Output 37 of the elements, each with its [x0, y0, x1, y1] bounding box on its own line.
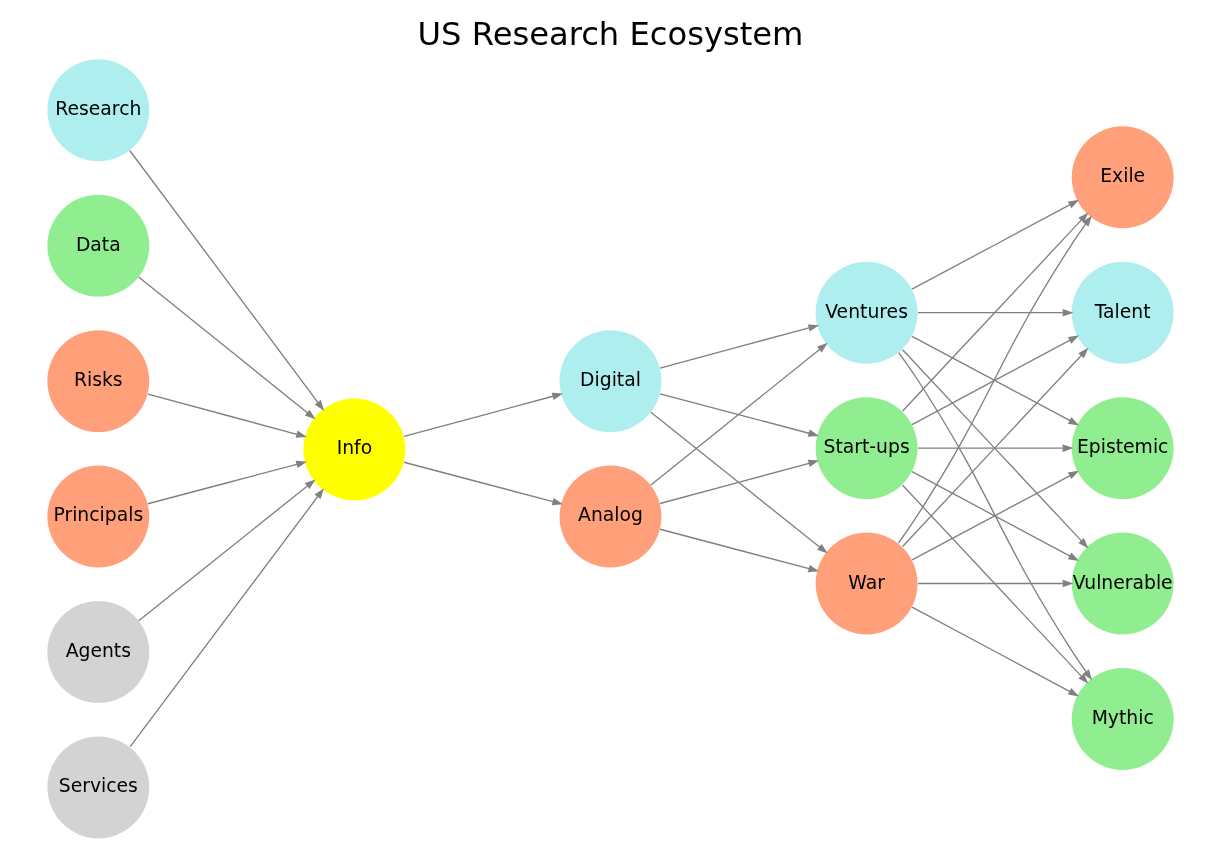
- node-circle: Data: [46, 194, 149, 297]
- arrow: [658, 459, 819, 505]
- arrow: [649, 342, 828, 486]
- arrow: [658, 393, 819, 437]
- node-circle: Analog: [559, 465, 661, 568]
- node-circle: Start-ups: [815, 397, 918, 500]
- arrow: [649, 411, 828, 554]
- arrow: [916, 308, 1073, 317]
- arrow: [658, 324, 819, 369]
- arrow: [129, 488, 324, 748]
- arrow: [910, 606, 1079, 697]
- node-circle: Services: [46, 736, 149, 839]
- node-circle: Digital: [559, 330, 661, 433]
- arrow: [128, 149, 324, 411]
- diagram-title: US Research Ecosystem: [417, 14, 803, 53]
- arrow: [910, 335, 1079, 426]
- arrow: [901, 484, 1088, 684]
- arrow: [901, 212, 1088, 412]
- node-circle: Principals: [46, 465, 149, 568]
- arrow: [916, 444, 1073, 452]
- node-circle: Agents: [46, 600, 149, 703]
- node-circle: Talent: [1071, 261, 1174, 364]
- arrow: [137, 479, 316, 622]
- arrow: [897, 351, 1092, 681]
- arrow: [146, 393, 307, 438]
- arrow: [402, 461, 563, 506]
- node-circle: Epistemic: [1071, 397, 1174, 500]
- node-circle: Research: [46, 59, 149, 162]
- arrow: [910, 199, 1079, 290]
- arrow: [137, 276, 316, 420]
- arrow: [916, 579, 1073, 588]
- arrow: [658, 528, 819, 573]
- node-circle: Risks: [46, 330, 149, 433]
- arrow: [897, 215, 1092, 544]
- arrow: [146, 460, 307, 505]
- arrow: [402, 392, 563, 438]
- node-circle: Vulnerable: [1071, 532, 1174, 635]
